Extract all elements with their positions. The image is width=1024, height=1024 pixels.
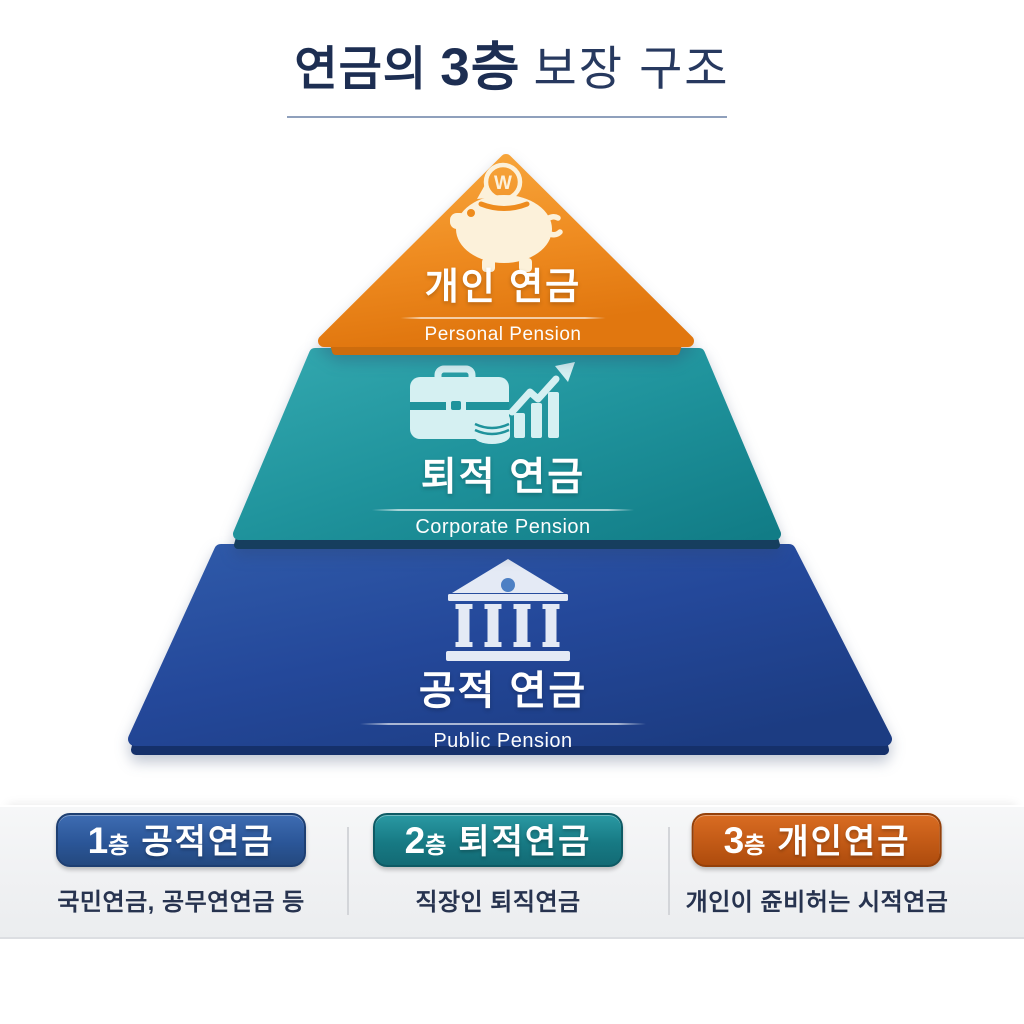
- legend-description: 직장인 퇴직연금: [415, 889, 581, 916]
- tier-shape-personal: W: [318, 154, 694, 355]
- badge-title: 공적연금: [141, 823, 275, 861]
- bank-building-icon: [446, 559, 570, 661]
- tier-label-en: Personal Pension: [424, 324, 582, 345]
- bank-pediment-dot: [501, 578, 515, 592]
- badge-tier-number: 1: [87, 820, 109, 861]
- title-part-2: 3층: [440, 38, 521, 97]
- badge-tier-number: 2: [404, 820, 426, 861]
- tier-label-ko: 개인 연금: [424, 266, 582, 307]
- tier-label-en: Public Pension: [433, 730, 573, 752]
- tier-label-personal: 개인 연금 Personal Pension: [400, 256, 606, 346]
- title-part-1: 연금의: [294, 42, 428, 95]
- badge-tier-suffix: 층: [425, 832, 447, 858]
- badge-tier-suffix: 층: [744, 832, 766, 858]
- legend-divider: [668, 827, 670, 915]
- briefcase-growth-icon: [410, 362, 575, 444]
- legend-divider: [347, 827, 349, 915]
- tier-shape-corporate: [233, 348, 781, 549]
- badge-title: 퇴적연금: [458, 823, 592, 861]
- tier-label-ko: 공적 연금: [418, 669, 588, 713]
- tier-label-divider: [400, 317, 606, 319]
- tier-label-divider: [360, 723, 646, 725]
- page-title: 연금의 3층 보장 구조: [0, 40, 1024, 97]
- badge-tier-suffix: 층: [108, 832, 130, 858]
- title-underline: [287, 116, 727, 118]
- piggy-bank-icon: W: [450, 162, 563, 272]
- legend-description: 개인이 쥰비허는 시적연금: [685, 889, 949, 916]
- won-coin-letter: W: [494, 173, 512, 194]
- tier-label-divider: [372, 509, 634, 511]
- title-part-3: 보장 구조: [533, 42, 730, 95]
- tier-label-ko: 퇴적 연금: [420, 456, 586, 499]
- tier-label-corporate: 퇴적 연금 Corporate Pension: [372, 446, 634, 539]
- legend-description: 국민연금, 공무연연금 등: [57, 889, 305, 916]
- badge-tier-number: 3: [723, 820, 745, 861]
- tier-label-en: Corporate Pension: [415, 516, 591, 538]
- tier-label-public: 공적 연금 Public Pension: [360, 658, 646, 753]
- tier-shape-public: [128, 544, 892, 755]
- badge-title: 개인연금: [777, 823, 911, 861]
